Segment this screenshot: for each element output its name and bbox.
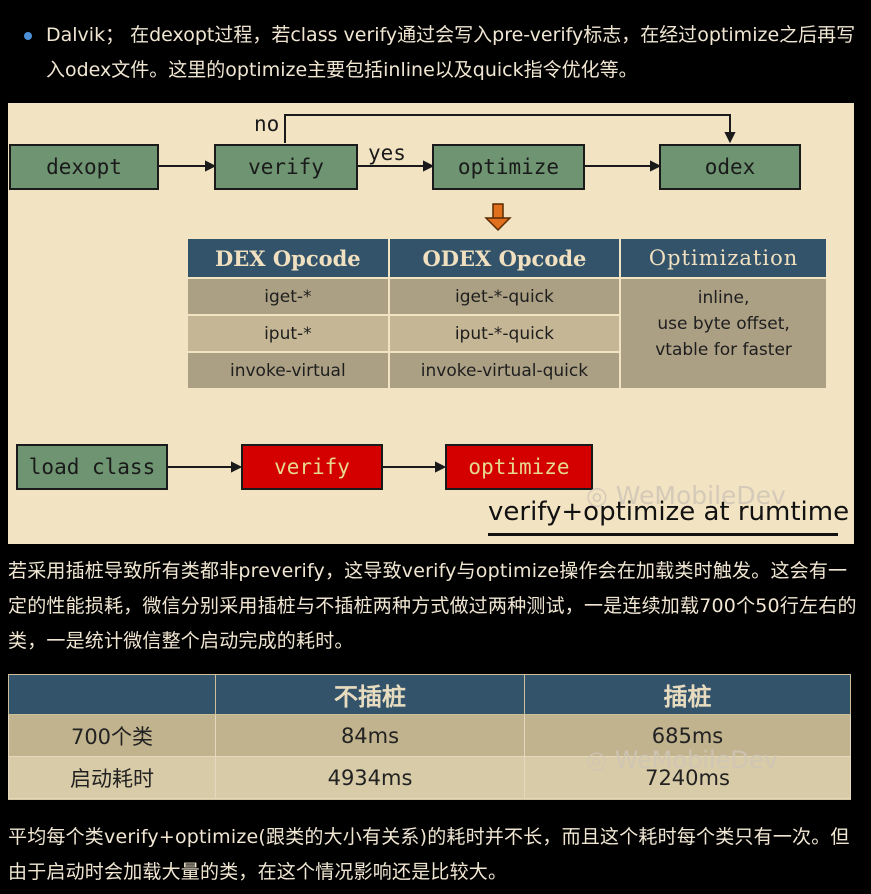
watermark: ◎ WeMobileDev bbox=[586, 481, 786, 510]
runtime-optimize-box: optimize bbox=[445, 444, 593, 490]
table-cell: invoke-virtual-quick bbox=[389, 353, 620, 388]
diagram-arrows bbox=[159, 114, 736, 473]
table-cell: 7240ms bbox=[524, 756, 851, 799]
benchmark-table: 不插桩 插桩 700个类 84ms 685ms 启动耗时 4934ms 7240… bbox=[8, 674, 851, 799]
paragraph-1: 若采用插桩导致所有类都非preverify，这导致verify与optimize… bbox=[8, 560, 857, 652]
paragraph-2: 平均每个类verify+optimize(跟类的大小有关系)的耗时并不长，而且这… bbox=[8, 826, 850, 883]
optimize-box: optimize bbox=[432, 144, 585, 190]
verify-box: verify bbox=[214, 144, 358, 190]
table-cell: iget-*-quick bbox=[389, 279, 620, 314]
table-header: 插桩 bbox=[524, 674, 851, 715]
bullet-text: Dalvik； 在dexopt过程，若class verify通过会写入pre-… bbox=[46, 24, 856, 81]
table-cell: 4934ms bbox=[215, 756, 525, 799]
table-cell: iput-* bbox=[188, 316, 388, 351]
bullet-paragraph: Dalvik； 在dexopt过程，若class verify通过会写入pre-… bbox=[24, 18, 862, 88]
optimization-line: vtable for faster bbox=[655, 340, 792, 360]
table-cell: 700个类 bbox=[8, 714, 216, 757]
dexopt-box: dexopt bbox=[9, 144, 159, 190]
runtime-verify-box: verify bbox=[241, 444, 383, 490]
benchmark-table-image: 不插桩 插桩 700个类 84ms 685ms 启动耗时 4934ms 7240… bbox=[8, 674, 851, 800]
table-header-optimization: Optimization bbox=[621, 239, 826, 277]
diagram-caption: verify+optimize at rumtime bbox=[488, 497, 850, 527]
table-header bbox=[8, 674, 216, 715]
odex-box: odex bbox=[659, 144, 801, 190]
bullet-dot-icon bbox=[24, 32, 32, 40]
wechat-logo-icon: ◎ bbox=[586, 481, 608, 510]
table-cell: invoke-virtual bbox=[188, 353, 388, 388]
optimization-line: use byte offset, bbox=[657, 314, 790, 334]
load-class-box: load class bbox=[16, 444, 168, 490]
no-label: no bbox=[254, 112, 280, 136]
yes-label: yes bbox=[368, 141, 406, 165]
optimization-cell: inline, use byte offset, vtable for fast… bbox=[621, 279, 826, 388]
dexopt-diagram-image: dexopt verify optimize odex no yes DEX O… bbox=[8, 103, 854, 544]
table-cell: 84ms bbox=[215, 714, 525, 757]
caption-underline bbox=[488, 533, 838, 536]
watermark: ◎ WeMobileDev bbox=[586, 746, 778, 774]
table-cell: iput-*-quick bbox=[389, 316, 620, 351]
down-arrow-icon bbox=[484, 203, 512, 232]
table-header-odex: ODEX Opcode bbox=[389, 239, 620, 277]
optimization-line: inline, bbox=[697, 288, 750, 308]
opcode-table: DEX Opcode ODEX Opcode Optimization iget… bbox=[186, 237, 828, 390]
table-cell: iget-* bbox=[188, 279, 388, 314]
table-cell: 启动耗时 bbox=[8, 756, 216, 799]
wechat-logo-icon: ◎ bbox=[586, 746, 607, 774]
table-header-dex: DEX Opcode bbox=[188, 239, 388, 277]
table-header: 不插桩 bbox=[215, 674, 525, 715]
